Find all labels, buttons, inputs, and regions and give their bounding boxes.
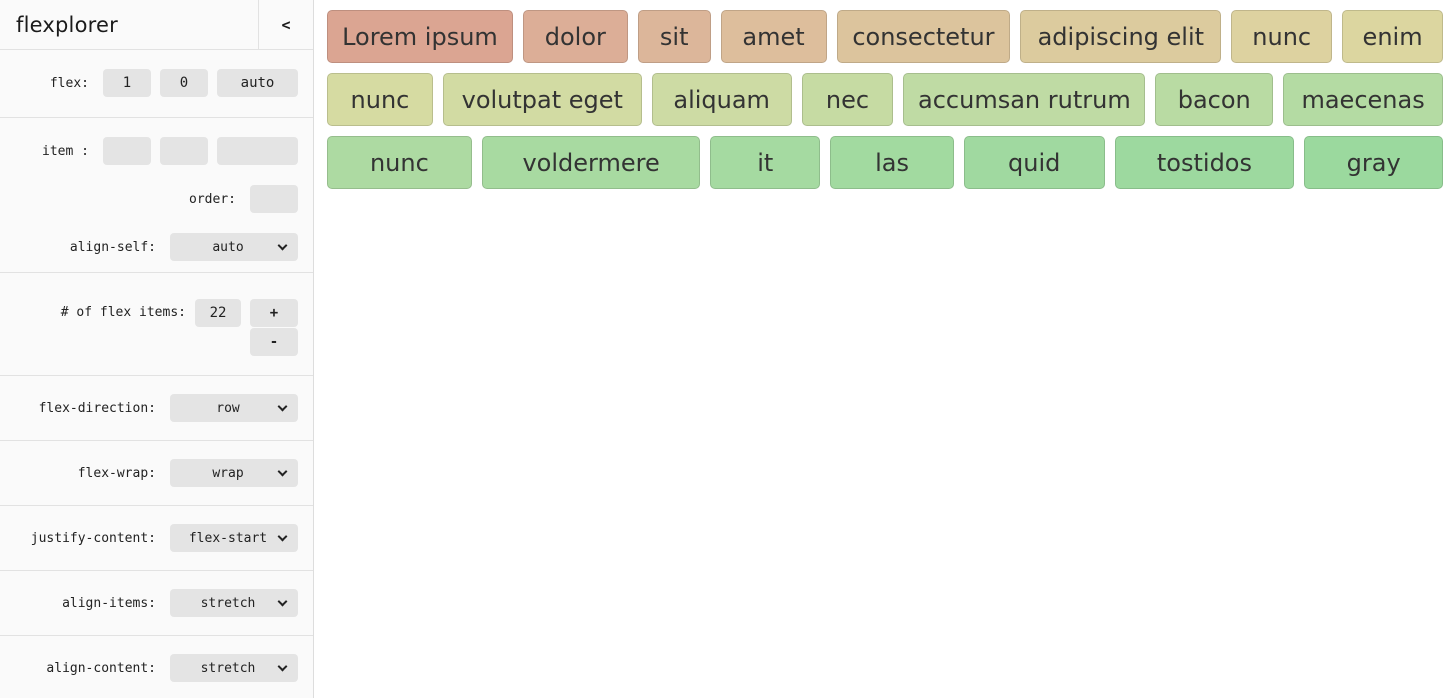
align-items-label: align-items: xyxy=(62,595,156,611)
flex-direction-group: flex-direction: row xyxy=(0,376,313,441)
flex-item[interactable]: gray xyxy=(1304,136,1444,189)
chevron-down-icon xyxy=(277,596,288,607)
flex-wrap-select[interactable]: wrap xyxy=(170,459,298,487)
item-flex-basis-input[interactable] xyxy=(217,137,298,165)
align-items-value: stretch xyxy=(200,595,256,611)
flex-item[interactable]: accumsan rutrum xyxy=(903,73,1146,126)
align-self-label: align-self: xyxy=(69,239,156,255)
justify-content-value: flex-start xyxy=(188,530,268,546)
flex-shorthand-group: flex: xyxy=(0,50,313,118)
item-flex-shrink-input[interactable] xyxy=(160,137,208,165)
flex-item[interactable]: maecenas xyxy=(1283,73,1444,126)
item-count-label: # of flex items: xyxy=(60,305,186,320)
chevron-left-icon: < xyxy=(281,15,291,34)
item-flex-grow-input[interactable] xyxy=(103,137,151,165)
flex-item[interactable]: nunc xyxy=(1231,10,1333,63)
add-item-button[interactable]: + xyxy=(250,299,298,327)
align-content-value: stretch xyxy=(200,660,256,676)
flex-item[interactable]: amet xyxy=(720,10,827,63)
flex-wrap-group: flex-wrap: wrap xyxy=(0,441,313,506)
align-items-select[interactable]: stretch xyxy=(170,589,298,617)
justify-content-group: justify-content: flex-start xyxy=(0,506,313,571)
sidebar-collapse-button[interactable]: < xyxy=(258,0,313,49)
item-count-input[interactable] xyxy=(195,299,241,327)
sidebar: flexplorer < flex: item : order: align-s… xyxy=(0,0,314,698)
flex-wrap-label: flex-wrap: xyxy=(77,465,156,481)
justify-content-label: justify-content: xyxy=(30,530,156,546)
flex-item[interactable]: bacon xyxy=(1155,73,1274,126)
align-self-select[interactable]: auto xyxy=(170,233,298,261)
app-title: flexplorer xyxy=(16,12,118,37)
flex-item[interactable]: Lorem ipsum xyxy=(327,10,513,63)
align-items-group: align-items: stretch xyxy=(0,571,313,636)
sidebar-header: flexplorer < xyxy=(0,0,313,50)
chevron-down-icon xyxy=(277,401,288,412)
flex-direction-select[interactable]: row xyxy=(170,394,298,422)
flex-label: flex: xyxy=(49,75,89,91)
flex-direction-label: flex-direction: xyxy=(38,400,156,416)
flex-item[interactable]: dolor xyxy=(522,10,628,63)
flex-grow-input[interactable] xyxy=(103,69,151,97)
flex-direction-value: row xyxy=(216,400,240,416)
justify-content-select[interactable]: flex-start xyxy=(170,524,298,552)
flex-item[interactable]: nec xyxy=(801,73,894,126)
align-content-select[interactable]: stretch xyxy=(170,654,298,682)
chevron-down-icon xyxy=(277,531,288,542)
chevron-down-icon xyxy=(277,661,288,672)
flex-shrink-input[interactable] xyxy=(160,69,208,97)
flex-item[interactable]: quid xyxy=(963,136,1105,189)
flex-item[interactable]: sit xyxy=(637,10,711,63)
order-label: order: xyxy=(189,191,236,207)
order-input[interactable] xyxy=(250,185,298,213)
flex-basis-input[interactable] xyxy=(217,69,298,97)
chevron-down-icon xyxy=(277,466,288,477)
flex-item[interactable]: las xyxy=(830,136,954,189)
flex-item[interactable]: voldermere xyxy=(481,136,701,189)
flex-item[interactable]: tostidos xyxy=(1114,136,1295,189)
flex-wrap-value: wrap xyxy=(212,465,244,481)
flex-item[interactable]: nunc xyxy=(327,136,472,189)
flex-item[interactable]: nunc xyxy=(327,73,433,126)
flex-item[interactable]: enim xyxy=(1342,10,1443,63)
align-content-group: align-content: stretch xyxy=(0,636,313,698)
flex-item[interactable]: consectetur xyxy=(836,10,1011,63)
remove-item-button[interactable]: - xyxy=(250,328,298,356)
chevron-down-icon xyxy=(277,240,288,251)
flex-item[interactable]: volutpat eget xyxy=(442,73,642,126)
item-count-group: # of flex items: + - xyxy=(0,273,313,376)
selected-item-group: item : order: align-self: auto xyxy=(0,118,313,273)
align-content-label: align-content: xyxy=(46,660,156,676)
flex-item[interactable]: it xyxy=(710,136,821,189)
item-label: item : xyxy=(42,143,89,159)
flex-item[interactable]: adipiscing elit xyxy=(1020,10,1222,63)
flex-item[interactable]: aliquam xyxy=(651,73,792,126)
align-self-value: auto xyxy=(212,239,244,255)
